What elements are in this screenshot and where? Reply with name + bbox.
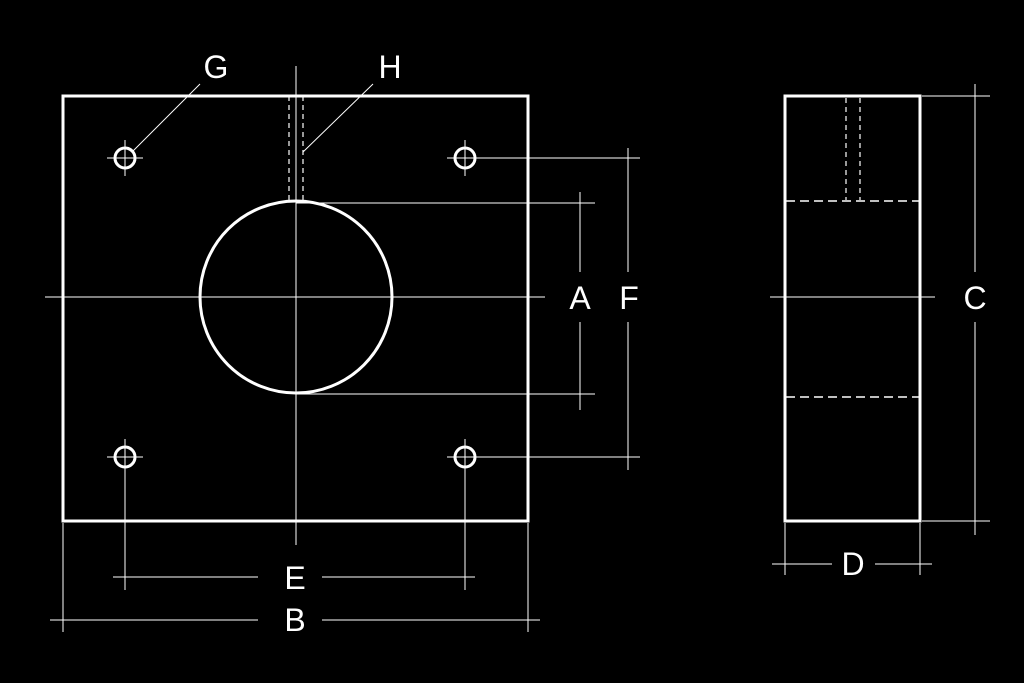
leader-g (132, 83, 201, 152)
leader-h (302, 83, 374, 153)
label-h: H (378, 49, 401, 85)
central-bore (198, 199, 394, 395)
label-c: C (963, 280, 986, 316)
front-dimensions (50, 148, 640, 632)
side-dimensions (772, 84, 990, 575)
side-view (770, 94, 935, 523)
front-view (45, 66, 545, 545)
label-a: A (569, 280, 591, 316)
mounting-hole-top-left (107, 140, 143, 176)
label-b: B (284, 602, 305, 638)
side-plate-outline (783, 94, 922, 523)
label-e: E (284, 560, 305, 596)
label-d: D (841, 546, 864, 582)
label-g: G (204, 49, 229, 85)
label-f: F (619, 280, 639, 316)
